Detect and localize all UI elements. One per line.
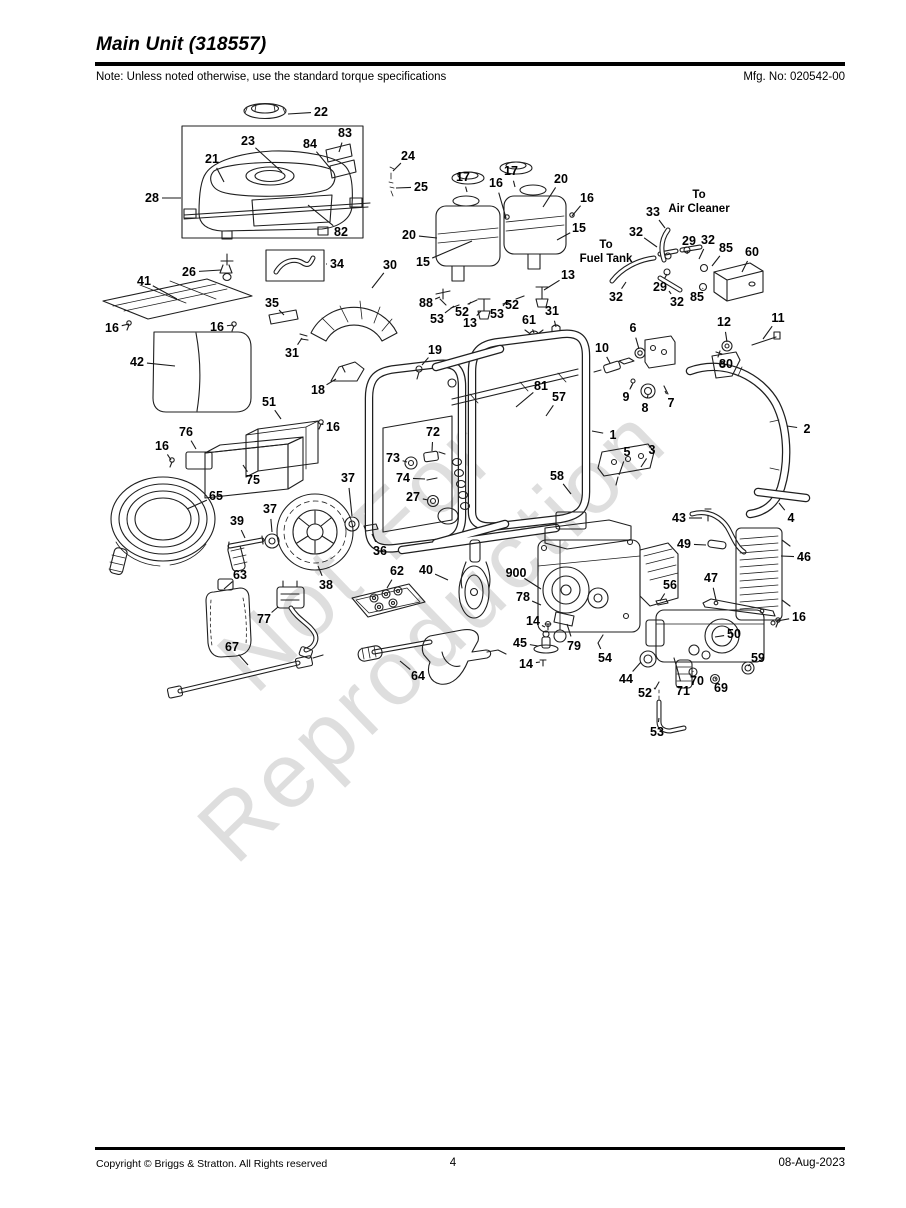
tanks-drawing xyxy=(435,161,567,342)
page-number: 4 xyxy=(449,1157,457,1169)
lance-drawing xyxy=(166,654,324,699)
caster-drawing xyxy=(458,539,559,667)
frame-drawing xyxy=(363,329,591,555)
handle-drawing xyxy=(593,331,811,519)
page-title: Main Unit (318557) xyxy=(96,34,267,55)
engine-drawing xyxy=(537,511,679,644)
spray-gun-drawing xyxy=(357,629,507,685)
nozzle-kit-drawing xyxy=(351,583,426,618)
battery-box-drawing xyxy=(185,420,319,499)
hose-34-drawing xyxy=(265,249,325,282)
footer-copyright: Copyright © Briggs & Stratton. All Right… xyxy=(96,1158,328,1170)
leader-lines xyxy=(121,112,798,723)
header-divider xyxy=(95,62,845,66)
screws-16-drawing xyxy=(126,212,781,628)
footer-divider xyxy=(95,1147,845,1150)
torque-note: Note: Unless noted otherwise, use the st… xyxy=(96,71,447,83)
cover-42-drawing xyxy=(152,331,252,413)
fuel-tank-drawing xyxy=(181,102,395,240)
panel-46-drawing xyxy=(735,527,791,626)
petcock-26-drawing xyxy=(219,253,234,282)
heat-shield-drawing xyxy=(655,508,776,617)
muffler-60-drawing xyxy=(713,262,764,302)
frame-hardware-drawing xyxy=(330,361,446,508)
strip-3-drawing xyxy=(597,443,655,486)
oil-bottle-drawing xyxy=(205,578,252,658)
arch-30-drawing xyxy=(268,300,398,342)
pump-drawing xyxy=(639,609,765,734)
plug-77-drawing xyxy=(276,580,319,659)
hose-coil-drawing xyxy=(108,476,248,576)
mfg-number: Mfg. No: 020542-00 xyxy=(743,71,845,83)
hoses-drawing xyxy=(609,227,709,293)
wheel-drawing xyxy=(227,493,360,571)
base-panel-41-drawing xyxy=(102,278,253,320)
footer-date: 08-Aug-2023 xyxy=(778,1157,846,1169)
